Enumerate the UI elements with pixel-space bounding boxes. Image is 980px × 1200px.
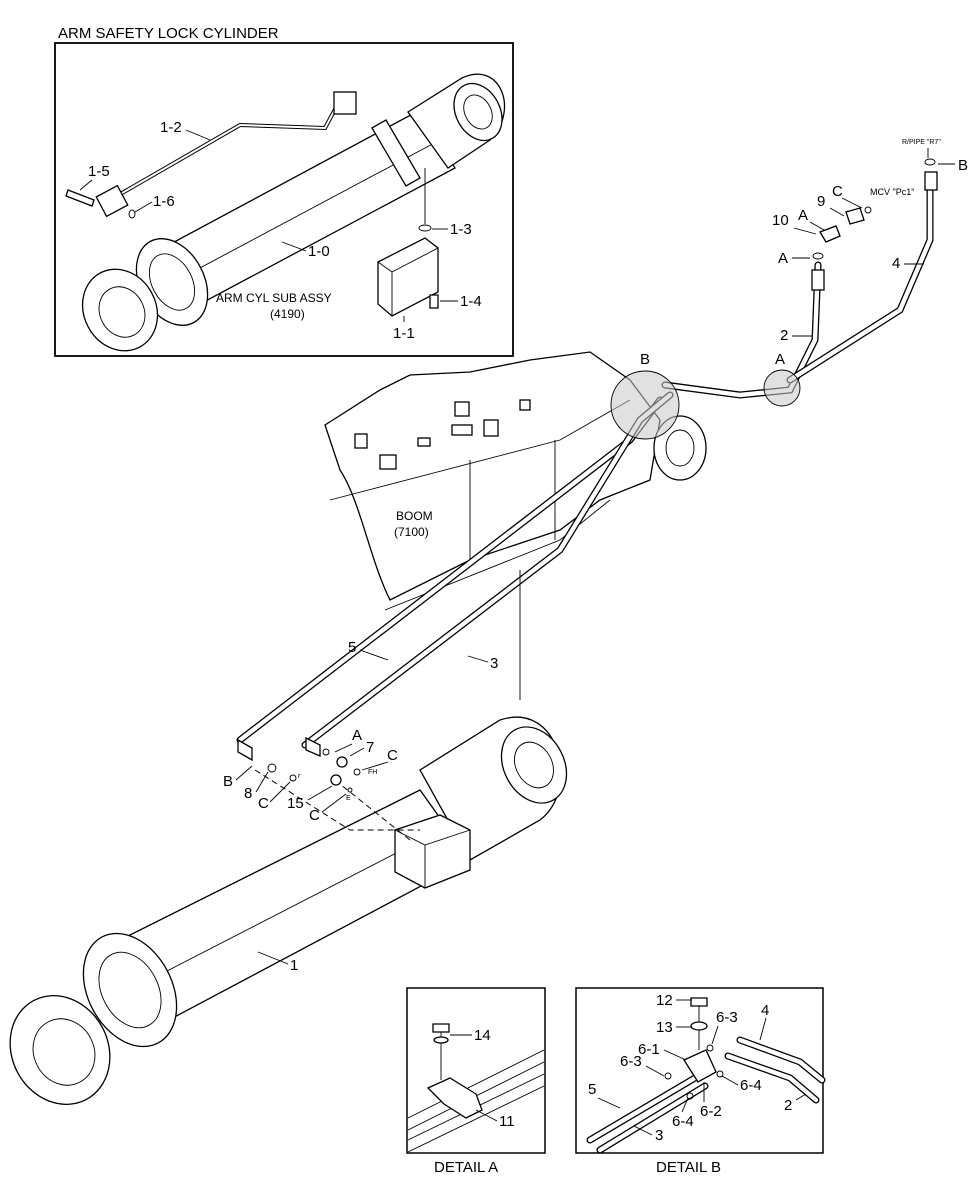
- callout-8: 8: [244, 785, 252, 802]
- rpipe-label: R/PIPE "R7": [902, 139, 941, 146]
- detail-b-callout-2: 2: [784, 1097, 792, 1114]
- arm-cylinder: [9, 716, 568, 1105]
- port-e: E: [346, 795, 351, 802]
- inset-callout-1-3: 1-3: [450, 221, 472, 238]
- callout-A-detail: A: [775, 351, 785, 368]
- detail-b-callout-6-1: 6-1: [638, 1041, 660, 1058]
- inset-cylinder: [65, 73, 506, 352]
- callout-9: 9: [817, 193, 825, 210]
- detail-a-callout-14: 14: [474, 1027, 491, 1044]
- hoses: [236, 158, 938, 793]
- detail-a: 14 11 DETAIL A: [406, 987, 546, 1176]
- callout-A-mid: A: [778, 250, 788, 267]
- callout-2: 2: [780, 327, 788, 344]
- detail-b: 12 13 6-3 4 6-1 6-3 6-4 5 6-2 6-4 2 3 DE…: [575, 987, 826, 1176]
- detail-b-caption: DETAIL B: [656, 1159, 721, 1176]
- inset-callout-1-0: 1-0: [308, 243, 330, 260]
- detail-b-callout-3: 3: [655, 1127, 663, 1144]
- callout-10: 10: [772, 212, 789, 229]
- boom-code: (7100): [394, 525, 429, 539]
- port-fh: FH: [368, 769, 377, 776]
- callout-4: 4: [892, 255, 900, 272]
- inset-frame: [54, 42, 514, 357]
- detail-a-frame: [406, 987, 546, 1154]
- callout-C-mid: C: [309, 807, 320, 824]
- detail-b-callout-6-3-left: 6-3: [620, 1053, 642, 1070]
- callout-5: 5: [348, 639, 356, 656]
- callout-C-left: C: [258, 795, 269, 812]
- detail-b-callout-4: 4: [761, 1002, 769, 1019]
- detail-b-callout-13: 13: [656, 1019, 673, 1036]
- detail-a-marker: [763, 369, 801, 407]
- callout-B-top: B: [958, 157, 968, 174]
- detail-b-marker: [610, 370, 680, 440]
- callout-7: 7: [366, 739, 374, 756]
- detail-a-caption: DETAIL A: [434, 1159, 498, 1176]
- callout-A-upper: A: [798, 207, 808, 224]
- inset-callout-1-4: 1-4: [460, 293, 482, 310]
- callout-C-right: C: [387, 747, 398, 764]
- detail-b-callout-12: 12: [656, 992, 673, 1009]
- main-labels: R/PIPE "R7" B MCV "Pc1" C 9 A 10 A 4 2 B…: [223, 139, 968, 974]
- callout-B-lower: B: [223, 773, 233, 790]
- inset-arm-safety-lock: ARM SAFETY LOCK CYLINDER: [54, 25, 514, 357]
- callout-1: 1: [290, 957, 298, 974]
- inset-callout-1-1: 1-1: [393, 325, 415, 342]
- inset-callout-1-5: 1-5: [88, 163, 110, 180]
- inset-callout-1-2: 1-2: [160, 119, 182, 136]
- inset-sub-assy-code: (4190): [270, 307, 305, 321]
- detail-b-callout-6-3-top: 6-3: [716, 1009, 738, 1026]
- callout-B-detail: B: [640, 351, 650, 368]
- detail-b-callout-5: 5: [588, 1081, 596, 1098]
- callout-A-lower: A: [352, 727, 362, 744]
- mcv-label: MCV "Pc1": [870, 187, 914, 197]
- inset-title: ARM SAFETY LOCK CYLINDER: [58, 25, 279, 42]
- detail-b-callout-6-2: 6-2: [700, 1103, 722, 1120]
- detail-b-callout-6-4-right: 6-4: [740, 1077, 762, 1094]
- callout-C-top: C: [832, 183, 843, 200]
- callout-15: 15: [287, 795, 304, 812]
- inset-callout-1-6: 1-6: [153, 193, 175, 210]
- callout-3: 3: [490, 655, 498, 672]
- detail-b-callout-6-4-bottom: 6-4: [672, 1113, 694, 1130]
- boom-label: BOOM: [396, 509, 433, 523]
- port-r: r: [298, 773, 301, 780]
- inset-sub-assy-label: ARM CYL SUB ASSY: [216, 291, 332, 305]
- detail-a-callout-11: 11: [499, 1113, 515, 1130]
- detail-b-frame: [575, 987, 824, 1154]
